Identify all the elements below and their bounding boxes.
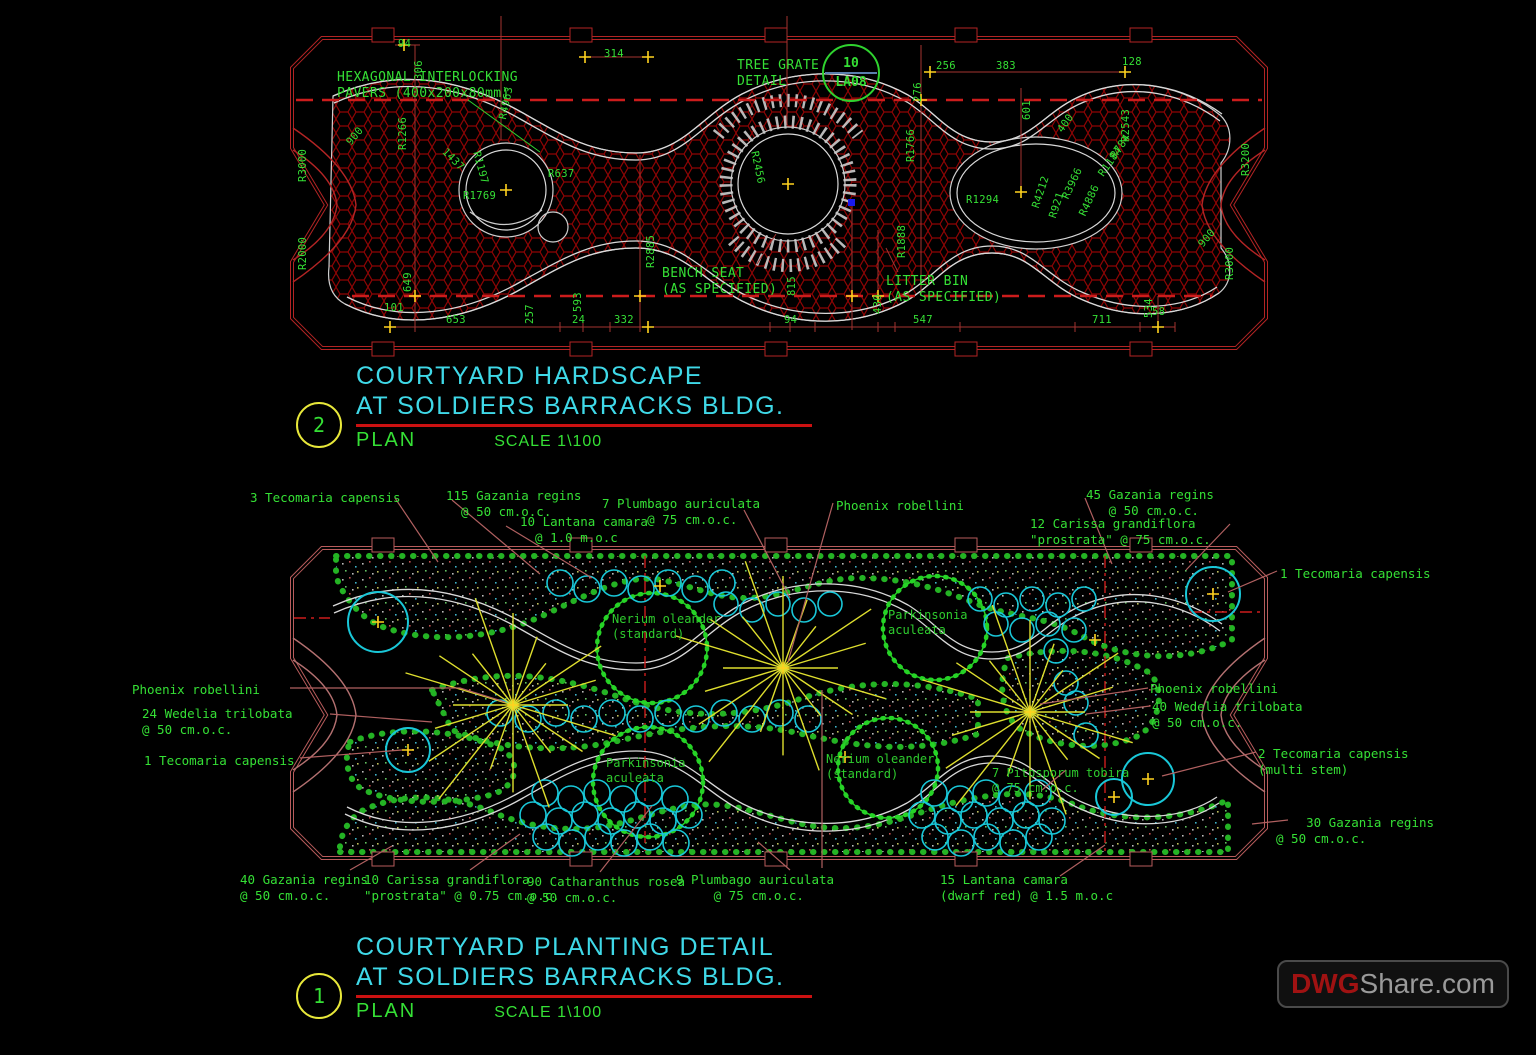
- plan-label: PLAN: [356, 1000, 417, 1022]
- watermark-prefix: DWG: [1291, 968, 1360, 999]
- detail-number-circle: 1: [296, 973, 342, 1019]
- title-underline: [356, 995, 812, 998]
- hardscape-title-block: 2 COURTYARD HARDSCAPE AT SOLDIERS BARRAC…: [296, 362, 836, 452]
- hardscape-plan-group: [290, 16, 1268, 357]
- scale-label: SCALE 1\100: [494, 1004, 603, 1021]
- planting-title-block: 1 COURTYARD PLANTING DETAIL AT SOLDIERS …: [296, 933, 836, 1023]
- title-underline: [356, 424, 812, 427]
- detail-number-label: 2: [312, 413, 326, 437]
- page-title-line2: AT SOLDIERS BARRACKS BLDG.: [356, 962, 785, 991]
- page-title-line2: AT SOLDIERS BARRACKS BLDG.: [356, 391, 785, 420]
- scale-label: SCALE 1\100: [494, 433, 603, 450]
- bubble-divider: [825, 72, 877, 74]
- detail-number-label: 1: [312, 984, 326, 1008]
- plan-label: PLAN: [356, 429, 417, 451]
- detail-ref-bubble: 10 LA08: [822, 44, 880, 102]
- page-title: COURTYARD PLANTING DETAIL: [356, 933, 775, 961]
- watermark-suffix: Share.com: [1359, 968, 1495, 999]
- page-title: COURTYARD HARDSCAPE: [356, 362, 704, 390]
- planting-plan-group: [290, 497, 1289, 877]
- detail-number: 10: [843, 56, 859, 71]
- sheet-number: LA08: [835, 75, 867, 90]
- detail-number-circle: 2: [296, 402, 342, 448]
